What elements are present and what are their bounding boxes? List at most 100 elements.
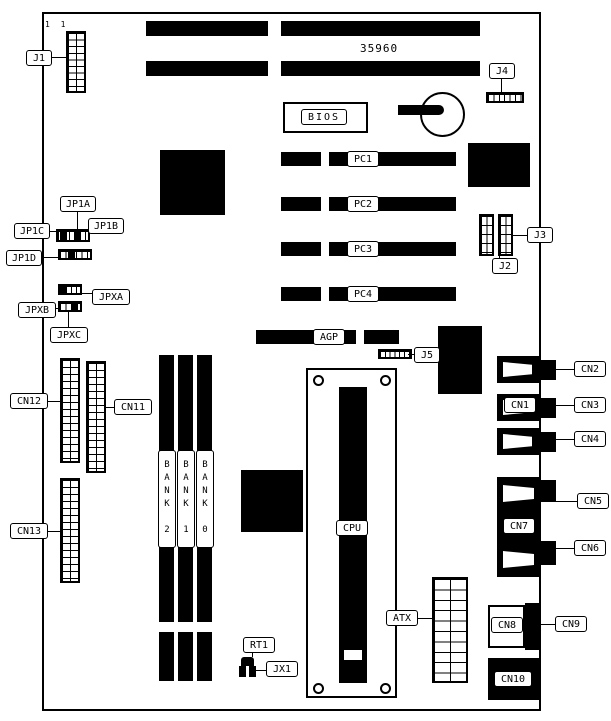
cn1-port-bottom: [497, 428, 540, 455]
chipset-ne: [468, 143, 530, 187]
jumper-cap: [61, 287, 67, 294]
cn5-connector: [540, 480, 556, 502]
dsub-cutout: [503, 551, 534, 568]
chipset-nw: [160, 150, 225, 215]
bank0-text: BANK 0: [200, 460, 210, 538]
chip-center: [241, 470, 303, 532]
leader-line-j3: [513, 235, 527, 236]
cn6-connector: [540, 541, 556, 565]
leader-line-jpxb: [54, 308, 58, 309]
pin1-marker: 1 1: [45, 20, 69, 29]
label-cn1: CN1: [504, 397, 536, 413]
label-bios: BIOS: [301, 109, 347, 125]
socket-notch: [197, 622, 212, 632]
label-jp1c: JP1C: [14, 223, 50, 239]
label-j5: J5: [414, 347, 440, 363]
leader-line-j5: [408, 354, 416, 355]
label-atx: ATX: [386, 610, 418, 626]
label-jpxc: JPXC: [50, 327, 88, 343]
jpx-jumper-block-2: [58, 301, 82, 312]
cn13-header: [60, 478, 80, 583]
leader-line-cn9: [540, 624, 555, 625]
label-bank2: BANK 2: [158, 450, 176, 548]
bank1-text: BANK 1: [181, 460, 191, 538]
slot-key-gap: [344, 650, 362, 660]
leader-line-cn4: [556, 439, 574, 440]
board-part-number: 35960: [360, 42, 399, 55]
label-pc1: PC1: [347, 151, 379, 167]
label-cn8: CN8: [491, 617, 523, 633]
label-rt1: RT1: [243, 637, 275, 653]
leader-line-cn12: [48, 401, 60, 402]
leader-line-jp1d: [42, 257, 58, 258]
j3-connector-b: [498, 214, 513, 256]
leader-line-cn11: [106, 407, 114, 408]
label-cn7: CN7: [503, 518, 535, 534]
leader-line-atx: [418, 618, 432, 619]
cn9-connector: [525, 603, 540, 650]
leader-line-cn6: [556, 548, 574, 549]
leader-line-cn2: [556, 369, 574, 370]
socket-notch: [159, 622, 174, 632]
label-jp1a: JP1A: [60, 196, 96, 212]
label-cn3: CN3: [574, 397, 606, 413]
cn1-port-top: [497, 356, 540, 383]
label-cn11: CN11: [114, 399, 152, 415]
label-bank0: BANK 0: [196, 450, 214, 548]
label-cn2: CN2: [574, 361, 606, 377]
slot-key-gap: [356, 330, 364, 344]
label-cpu: CPU: [336, 520, 368, 536]
slot-key-gap: [321, 242, 329, 256]
slot-key-gap: [321, 197, 329, 211]
leader-line-jp1a: [77, 212, 78, 229]
label-jpxb: JPXB: [18, 302, 56, 318]
battery-clip: [398, 105, 444, 115]
label-cn10: CN10: [494, 671, 532, 687]
leader-line-jpxc: [68, 312, 69, 327]
cn12-header: [60, 358, 80, 463]
jx1-jumper: [239, 666, 256, 677]
cn4-connector: [540, 432, 556, 452]
j5-pin-header: [378, 349, 412, 359]
leader-line-j4: [501, 79, 502, 92]
cn11-header: [86, 361, 106, 473]
label-agp: AGP: [313, 329, 345, 345]
label-cn12: CN12: [10, 393, 48, 409]
isa-slot-1-segment-a: [146, 21, 268, 36]
leader-line-cn3: [556, 405, 574, 406]
label-pc2: PC2: [347, 196, 379, 212]
label-j2: J2: [492, 258, 518, 274]
jumper-cap: [60, 232, 67, 240]
jumper-cap: [72, 304, 78, 311]
label-bank1: BANK 1: [177, 450, 195, 548]
label-pc4: PC4: [347, 286, 379, 302]
label-j1: J1: [26, 50, 52, 66]
bank2-text: BANK 2: [162, 460, 172, 538]
dsub-cutout: [503, 434, 532, 449]
chip-mid-right: [438, 326, 482, 394]
label-jp1d: JP1D: [6, 250, 42, 266]
cn2-connector: [540, 360, 556, 380]
cpu-mount-hole: [380, 683, 391, 694]
isa-slot-1-segment-b: [281, 21, 480, 36]
label-cn5: CN5: [577, 493, 609, 509]
label-jp1b: JP1B: [88, 218, 124, 234]
atx-power-connector: [432, 577, 468, 683]
jumper-cap: [74, 232, 81, 240]
dsub-cutout: [503, 485, 534, 502]
label-cn9: CN9: [555, 616, 587, 632]
socket-notch: [178, 622, 193, 632]
leader-line-j2: [499, 254, 500, 260]
label-jpxa: JPXA: [92, 289, 130, 305]
leader-line-j1: [52, 57, 66, 58]
leader-line-rt1: [252, 653, 253, 657]
jp1-jumper-block-2: [58, 249, 92, 260]
jumper-cap: [68, 252, 75, 259]
label-cn4: CN4: [574, 431, 606, 447]
label-cn6: CN6: [574, 540, 606, 556]
cpu-mount-hole: [313, 683, 324, 694]
leader-line-jpxa: [82, 293, 92, 294]
isa-slot-2-segment-b: [281, 61, 480, 76]
label-jx1: JX1: [266, 661, 298, 677]
